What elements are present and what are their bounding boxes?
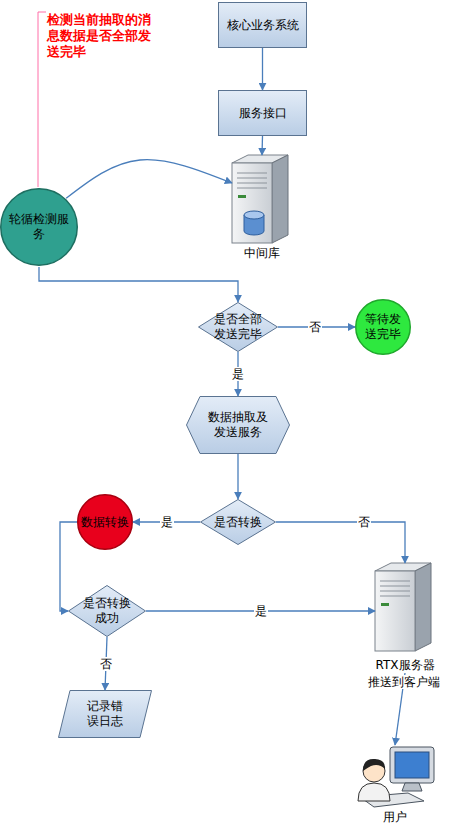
server-side xyxy=(415,563,431,651)
node-outline xyxy=(222,155,302,261)
server-slot xyxy=(237,183,267,184)
server-slot xyxy=(237,173,267,174)
user-node: 用户 xyxy=(350,745,440,825)
service-hexagon: 数据抽取及发送服务 xyxy=(186,396,290,454)
edge-label: 否 xyxy=(99,657,113,671)
server-front xyxy=(232,163,272,243)
monitor-stand xyxy=(402,783,422,791)
node-text: 服务接口 xyxy=(239,106,287,121)
node-text: 轮循检测服务 xyxy=(7,212,71,242)
process-box-outline xyxy=(219,91,307,136)
server-slot xyxy=(380,596,410,597)
flow-connector xyxy=(39,267,238,302)
decision-diamond-outline xyxy=(69,586,146,637)
edge-label: 否 xyxy=(357,515,371,529)
flow-connector xyxy=(66,160,232,199)
server-node: 中间库 xyxy=(222,155,302,261)
database-cylinder xyxy=(244,211,264,235)
server-led xyxy=(381,603,389,606)
server-side xyxy=(272,155,288,243)
state-circle-outline xyxy=(1,189,78,266)
process-box: 核心业务系统 xyxy=(218,2,307,48)
node-text: 核心业务系统 xyxy=(227,18,299,33)
flow-connector xyxy=(237,454,238,499)
state-circle-outline xyxy=(356,300,411,355)
node-outline xyxy=(360,563,450,673)
node-text: 是否转换成功 xyxy=(82,596,132,626)
server-icon xyxy=(232,155,288,243)
server-slot xyxy=(237,188,267,189)
state-circle-outline xyxy=(78,495,133,550)
monitor xyxy=(390,747,434,783)
callout-note: 检测当前抽取的消息数据是否全部发送完毕 xyxy=(47,12,157,60)
decision-diamond-outline xyxy=(199,303,278,352)
person-hair xyxy=(363,759,385,771)
node-text: RTX服务器 xyxy=(375,658,434,673)
flow-connector xyxy=(262,48,263,90)
service-hexagon-outline xyxy=(187,397,290,454)
server-front xyxy=(375,571,415,651)
flow-connector xyxy=(276,522,405,563)
node-text: 等待发送完毕 xyxy=(364,312,402,342)
server-node: RTX服务器 xyxy=(360,563,450,673)
decision-diamond: 是否转换 xyxy=(200,499,276,545)
data-parallelogram-outline xyxy=(59,691,152,738)
edge-label: 推送到客户端 xyxy=(367,675,441,689)
data-parallelogram: 记录错误日志 xyxy=(58,690,152,738)
edge-label: 是 xyxy=(231,367,245,381)
server-slot xyxy=(237,178,267,179)
state-circle: 等待发送完毕 xyxy=(355,299,411,355)
server-slot xyxy=(380,586,410,587)
monitor-screen xyxy=(395,752,429,778)
server-slot xyxy=(380,591,410,592)
flow-connector xyxy=(60,522,77,611)
node-text: 中间库 xyxy=(244,246,280,261)
node-text: 记录错误日志 xyxy=(85,699,125,729)
user-icon xyxy=(358,747,434,807)
process-box: 服务接口 xyxy=(218,90,307,136)
process-box-outline xyxy=(219,3,307,48)
decision-diamond-outline xyxy=(201,500,276,545)
node-text: 数据转换 xyxy=(79,515,131,530)
edge-label: 否 xyxy=(308,320,322,334)
edge-label: 是 xyxy=(254,604,268,618)
state-circle: 数据转换 xyxy=(77,494,133,550)
server-icon xyxy=(375,563,431,651)
edge-label: 是 xyxy=(160,515,174,529)
node-text: 是否全部发送完毕 xyxy=(213,312,263,342)
state-circle: 轮循检测服务 xyxy=(0,187,78,267)
server-led xyxy=(238,195,246,198)
decision-diamond: 是否全部发送完毕 xyxy=(198,302,278,352)
decision-diamond: 是否转换成功 xyxy=(68,585,146,637)
node-text: 是否转换 xyxy=(212,515,264,530)
person-body xyxy=(358,783,390,801)
flow-connector xyxy=(261,136,263,155)
callout-bracket xyxy=(38,12,46,187)
node-text: 数据抽取及发送服务 xyxy=(206,410,270,440)
server-slot xyxy=(380,581,410,582)
node-text: 用户 xyxy=(383,810,407,825)
